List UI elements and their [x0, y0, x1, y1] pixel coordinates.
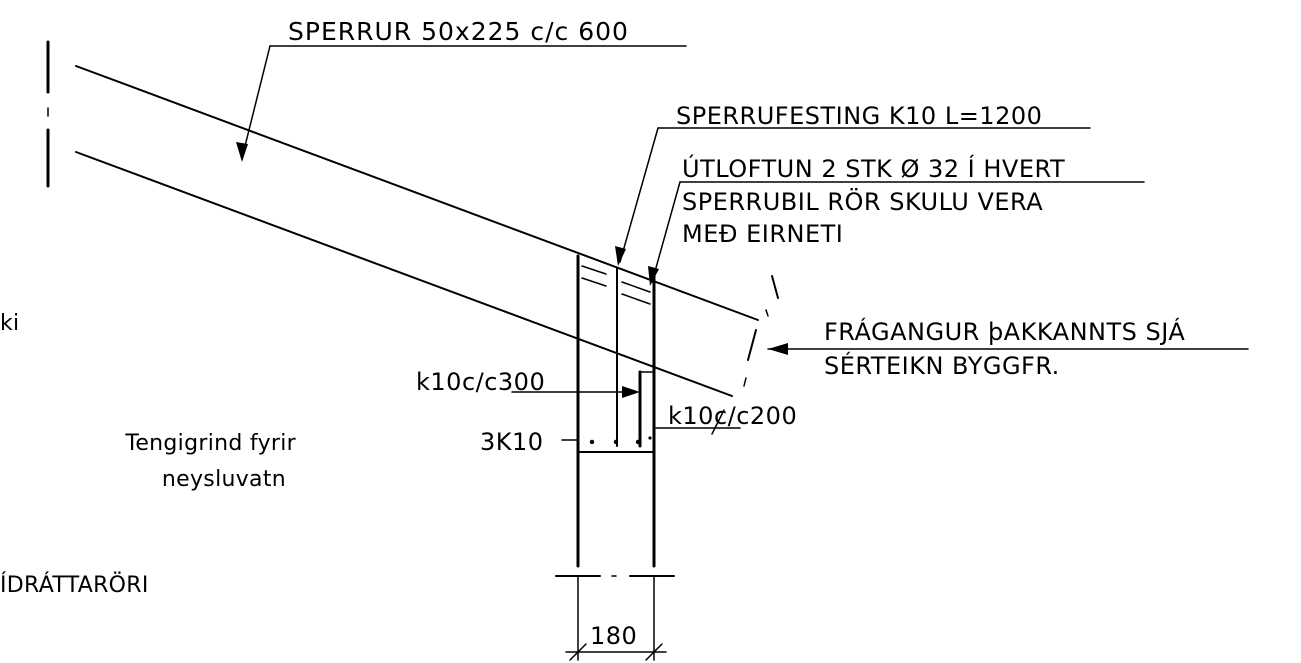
- label-connection-line2: neysluvatn: [162, 467, 286, 492]
- leader-k10-200: [655, 409, 741, 435]
- label-3k10: 3K10: [480, 428, 544, 456]
- label-ventilation-line2: SPERRUBIL RÖR SKULU VERA: [682, 187, 1043, 216]
- leader-rafters: [236, 45, 687, 162]
- label-dimension-180: 180: [590, 622, 637, 650]
- label-eaves-line1: FRÁGANGUR þAKKANNTS SJÁ: [824, 317, 1185, 346]
- label-eaves-line2: SÉRTEIKN BYGGFR.: [824, 351, 1060, 380]
- label-k10-300: k10c/c300: [416, 368, 545, 396]
- label-ventilation-line3: MEÐ EIRNETI: [682, 220, 843, 248]
- stirrup-k10-300: [638, 370, 653, 448]
- leader-k10-300: [511, 386, 640, 398]
- label-k10-200: k10c/c200: [668, 402, 797, 430]
- label-bottom-left-fragment: ÍDRÁTTARÖRI: [0, 572, 149, 598]
- leader-ventilation: [648, 181, 1145, 286]
- rafter-bottom-edge: [75, 151, 733, 397]
- label-ventilation-line1: ÚTLOFTUN 2 STK Ø 32 Í HVERT: [682, 153, 1065, 183]
- rafter-fastening-ties: [581, 265, 651, 305]
- rebar-dots: [589, 436, 652, 445]
- label-rafter-fastening: SPERRUFESTING K10 L=1200: [676, 102, 1042, 130]
- wall-section: [576, 254, 656, 568]
- rafter-end-break: [743, 275, 779, 387]
- leader-eaves: [767, 343, 1249, 355]
- label-left-fragment: ki: [0, 311, 19, 336]
- dimension-180: [565, 575, 667, 661]
- label-rafters: SPERRUR 50x225 c/c 600: [288, 17, 629, 46]
- label-connection-line1: Tengigrind fyrir: [124, 431, 296, 456]
- rafter-top-edge: [75, 65, 759, 321]
- leader-rafter-fastening: [615, 127, 1091, 266]
